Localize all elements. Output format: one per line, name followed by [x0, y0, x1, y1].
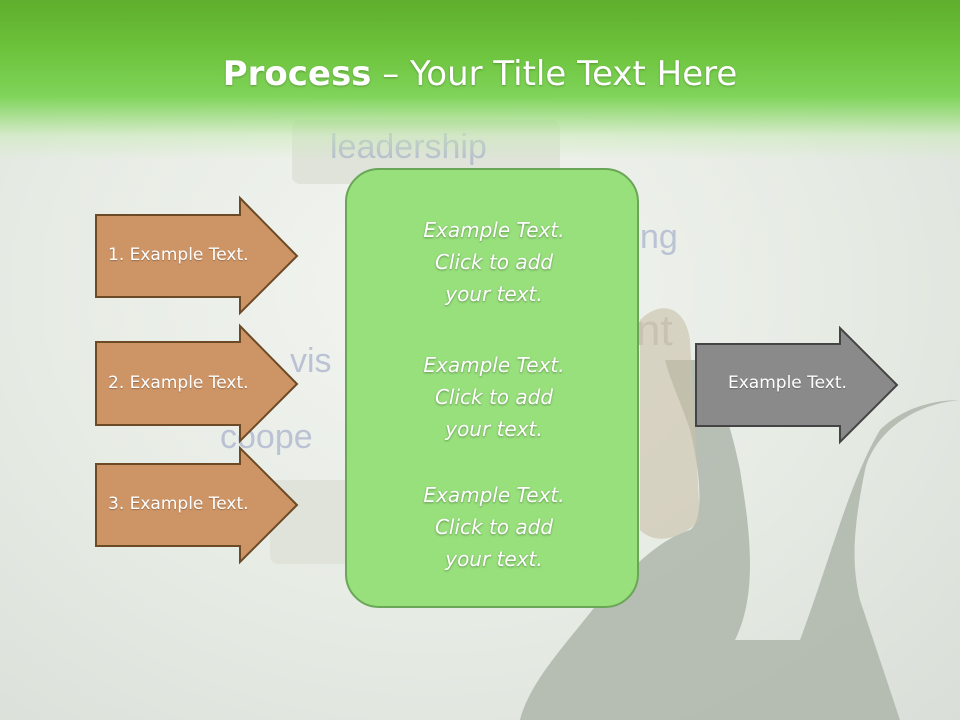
text-line: your text. [445, 417, 543, 441]
text-block-3[interactable]: Example Text. Click to add your text. [347, 479, 641, 575]
left-arrow-2[interactable] [95, 323, 299, 444]
header-band [0, 0, 960, 160]
left-arrow-3-label: 3. Example Text. [108, 494, 249, 514]
background-word-ng: ng [640, 218, 678, 256]
center-text-box[interactable]: Example Text. Click to add your text. Ex… [345, 168, 639, 608]
title-bold: Process [222, 54, 372, 94]
right-arrow-label: Example Text. [728, 373, 847, 393]
text-line: Example Text. [423, 353, 565, 377]
text-line: Click to add [434, 515, 554, 539]
text-block-2[interactable]: Example Text. Click to add your text. [347, 349, 641, 445]
title-rest: – Your Title Text Here [371, 54, 738, 94]
page-title: Process – Your Title Text Here [0, 54, 960, 94]
text-line: Click to add [434, 250, 554, 274]
arm-shape [640, 308, 700, 539]
text-line: Click to add [434, 385, 554, 409]
background-word-vis: vis [290, 342, 332, 380]
text-block-1[interactable]: Example Text. Click to add your text. [347, 214, 641, 310]
text-line: Example Text. [423, 218, 565, 242]
left-arrow-2-label: 2. Example Text. [108, 373, 249, 393]
right-arrow[interactable] [695, 325, 899, 445]
left-arrow-1-label: 1. Example Text. [108, 245, 249, 265]
left-arrow-1[interactable] [95, 195, 299, 316]
text-line: your text. [445, 282, 543, 306]
text-line: your text. [445, 547, 543, 571]
left-arrow-3[interactable] [95, 445, 299, 565]
text-line: Example Text. [423, 483, 565, 507]
person-silhouette [520, 360, 960, 720]
